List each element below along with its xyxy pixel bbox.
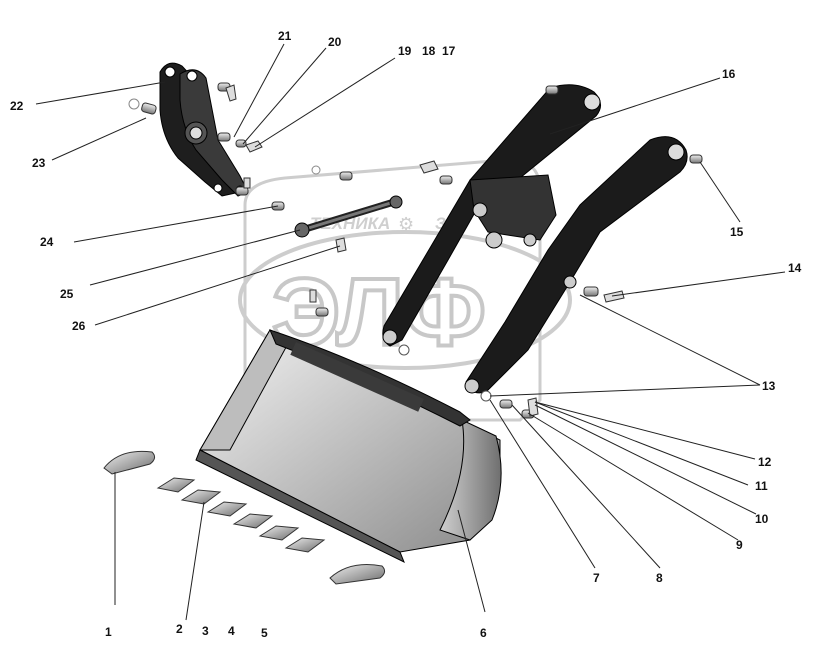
- callout-25: 25: [60, 287, 74, 301]
- callout-10: 10: [755, 512, 769, 526]
- callout-8: 8: [656, 571, 663, 585]
- callout-16: 16: [722, 67, 736, 81]
- callout-26: 26: [72, 319, 86, 333]
- callout-1: 1: [105, 625, 112, 639]
- callout-3: 3: [202, 624, 209, 638]
- bucket: [195, 329, 502, 564]
- callout-11: 11: [755, 479, 768, 493]
- callout-17: 17: [442, 44, 456, 58]
- callout-9: 9: [736, 538, 743, 552]
- callout-23: 23: [32, 156, 46, 170]
- loader-arms: [382, 84, 703, 419]
- callout-12: 12: [758, 455, 772, 469]
- callout-18: 18: [422, 44, 436, 58]
- callout-13: 13: [762, 379, 776, 393]
- callout-22: 22: [10, 99, 24, 113]
- callout-15: 15: [730, 225, 744, 239]
- callout-labels: 1 2 3 4 5 6 7 8 9 10 11 12 13 14 15 16 1…: [10, 29, 802, 640]
- callout-2: 2: [176, 622, 183, 636]
- callout-14: 14: [788, 261, 802, 275]
- callout-24: 24: [40, 235, 54, 249]
- callout-6: 6: [480, 626, 487, 640]
- callout-4: 4: [228, 624, 235, 638]
- callout-7: 7: [593, 571, 600, 585]
- callout-21: 21: [278, 29, 292, 43]
- watermark-gear-icon: ⚙: [398, 214, 414, 235]
- callout-20: 20: [328, 35, 342, 49]
- teeth-row: [103, 450, 386, 585]
- callout-5: 5: [261, 626, 268, 640]
- callout-19: 19: [398, 44, 412, 58]
- leader-lines: [35, 43, 786, 621]
- bracket-assembly: [128, 62, 263, 197]
